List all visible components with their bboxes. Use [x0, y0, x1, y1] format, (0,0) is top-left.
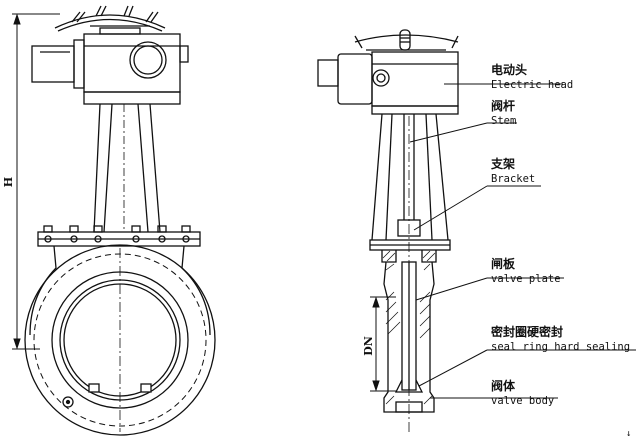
callout-electric-head-cn: 电动头	[491, 62, 527, 77]
height-dimension-label: H	[2, 177, 15, 187]
nominal-diameter-label: DN	[362, 336, 375, 356]
corner-return-mark: ↓	[626, 429, 631, 439]
callout-stem-cn: 阀杆	[491, 98, 515, 113]
handwheel-front	[54, 5, 166, 32]
callout-seal-ring-cn: 密封圈硬密封	[491, 324, 563, 339]
valve-body-side	[383, 261, 435, 413]
leader-lines	[409, 83, 636, 399]
callout-seal-ring: 密封圈硬密封 seal ring hard sealing	[491, 324, 630, 353]
callout-valve-plate-en: valve plate	[491, 273, 561, 285]
packing-section-side	[369, 239, 451, 263]
bracket-front	[93, 103, 161, 233]
side-section-view: DN	[317, 29, 459, 432]
callout-stem-en: Stem	[491, 115, 516, 127]
callout-bracket-cn: 支架	[490, 156, 515, 171]
callout-electric-head: 电动头 Electric head	[491, 62, 573, 91]
nominal-diameter-dimension	[370, 296, 396, 392]
callout-bracket-en: Bracket	[491, 173, 535, 185]
handwheel-side	[354, 29, 459, 51]
callout-bracket: 支架 Bracket	[490, 156, 535, 185]
callout-valve-body: 阀体 valve body	[491, 378, 554, 407]
callout-valve-body-cn: 阀体	[491, 378, 516, 393]
callout-seal-ring-en: seal ring hard sealing	[491, 341, 630, 353]
callout-valve-plate: 闸板 valve plate	[491, 256, 561, 285]
height-dimension	[12, 13, 60, 350]
bracket-side	[371, 113, 449, 432]
top-flange-front	[37, 225, 201, 247]
actuator-front	[31, 27, 189, 105]
callout-electric-head-en: Electric head	[491, 79, 573, 91]
actuator-side	[317, 51, 459, 115]
callout-valve-plate-cn: 闸板	[491, 256, 516, 271]
callout-valve-body-en: valve body	[491, 395, 554, 407]
callout-stem: 阀杆 Stem	[491, 98, 516, 127]
front-view: H	[2, 5, 216, 436]
